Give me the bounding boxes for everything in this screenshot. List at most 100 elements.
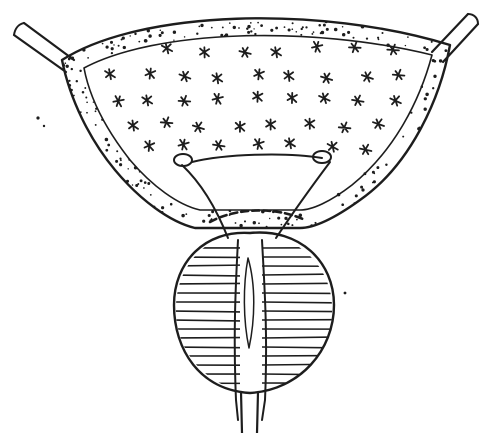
mucosa-mark: [304, 118, 316, 130]
wall-stipple-dot: [147, 29, 150, 32]
hatch-line: [172, 265, 240, 266]
wall-stipple-dot: [355, 194, 358, 197]
wall-stipple-dot: [159, 34, 162, 37]
wall-stipple-dot: [311, 33, 313, 35]
mucosa-mark: [390, 95, 401, 106]
mucosa-mark: [239, 46, 251, 58]
wall-stipple-dot: [128, 159, 130, 161]
wall-stipple-dot: [220, 34, 223, 37]
wall-stipple-dot: [292, 22, 294, 24]
mucosa-mark: [160, 116, 173, 129]
wall-stipple-dot: [431, 41, 433, 43]
wall-stipple-dot: [132, 184, 134, 186]
mucosa-mark: [252, 137, 265, 150]
wall-stipple-dot: [258, 222, 260, 224]
right-ureter: [432, 14, 478, 62]
wall-stipple-dot: [224, 35, 226, 37]
wall-stipple-dot: [254, 33, 256, 35]
wall-stipple-dot: [148, 34, 151, 37]
wall-stipple-dot: [366, 37, 368, 39]
mucosa-mark: [252, 91, 264, 103]
mucosa-mark: [348, 41, 362, 55]
mucosa-mark: [351, 94, 364, 107]
mucosa-mark: [392, 68, 405, 81]
wall-stipple-dot: [71, 68, 73, 70]
wall-stipple-dot: [118, 45, 120, 47]
wall-stipple-dot: [71, 57, 74, 60]
bladder-mucosa-pattern: [105, 40, 405, 156]
hatch-line: [262, 337, 336, 338]
wall-stipple-dot: [260, 24, 263, 27]
wall-stipple-dot: [250, 30, 252, 32]
wall-stipple-dot: [405, 45, 406, 46]
mucosa-mark: [359, 143, 372, 156]
wall-stipple-dot: [305, 26, 307, 28]
wall-stipple-dot: [119, 158, 121, 160]
membranous-urethra: [241, 392, 258, 433]
wall-stipple-dot: [229, 22, 231, 24]
wall-stipple-dot: [250, 22, 252, 24]
wall-stipple-dot: [184, 36, 186, 38]
wall-stipple-dot: [342, 33, 345, 36]
wall-stipple-dot: [161, 31, 164, 34]
wall-stipple-dot: [181, 214, 184, 217]
wall-stipple-dot: [421, 85, 424, 88]
wall-stipple-dot: [134, 166, 137, 169]
wall-stipple-dot: [208, 214, 211, 217]
wall-stipple-dot: [140, 179, 143, 182]
wall-stipple-dot: [170, 203, 173, 206]
wall-stipple-dot: [269, 218, 270, 219]
wall-stipple-dot: [301, 28, 303, 30]
wall-stipple-dot: [110, 41, 113, 44]
wall-stipple-dot: [363, 172, 366, 175]
wall-stipple-dot: [439, 59, 442, 62]
wall-stipple-dot: [253, 28, 254, 29]
wall-stipple-dot: [145, 40, 148, 43]
wall-stipple-dot: [111, 47, 114, 50]
wall-stipple-dot: [426, 48, 429, 51]
mucosa-mark: [212, 139, 225, 152]
mucosa-mark: [105, 69, 115, 79]
mucosa-mark: [373, 118, 385, 130]
wall-stipple-dot: [291, 224, 293, 226]
wall-stipple-dot: [202, 220, 205, 223]
wall-stipple-dot: [284, 26, 286, 28]
bladder-wall-stipple: [62, 20, 447, 228]
wall-stipple-dot: [313, 31, 315, 33]
wall-stipple-dot: [247, 31, 250, 34]
wall-stipple-dot: [287, 223, 290, 226]
wall-stipple-dot: [318, 24, 321, 27]
wall-stipple-dot: [105, 138, 109, 142]
wall-stipple-dot: [423, 46, 426, 49]
wall-stipple-dot: [147, 182, 150, 185]
hatch-line: [172, 320, 240, 321]
wall-stipple-dot: [95, 124, 97, 126]
wall-stipple-dot: [425, 93, 428, 96]
wall-stipple-dot: [127, 168, 128, 169]
wall-stipple-dot: [288, 28, 291, 31]
hatch-line: [262, 311, 336, 312]
mucosa-mark: [271, 47, 281, 57]
paper-specks: [36, 116, 346, 294]
wall-stipple-dot: [424, 108, 427, 111]
wall-stipple-dot: [407, 36, 409, 38]
wall-stipple-dot: [417, 127, 420, 130]
hatch-line: [172, 311, 240, 312]
wall-stipple-dot: [138, 41, 140, 43]
wall-stipple-dot: [129, 35, 130, 36]
wall-stipple-dot: [239, 224, 242, 227]
wall-stipple-dot: [79, 70, 81, 72]
wall-stipple-dot: [360, 186, 363, 189]
wall-stipple-dot: [326, 28, 329, 31]
wall-stipple-dot: [266, 226, 268, 228]
wall-stipple-dot: [107, 144, 110, 147]
wall-stipple-dot: [102, 43, 104, 45]
hatch-line: [262, 283, 336, 284]
wall-stipple-dot: [196, 33, 198, 35]
wall-stipple-dot: [410, 112, 412, 114]
mucosa-mark: [361, 71, 373, 83]
wall-stipple-dot: [73, 95, 75, 97]
wall-stipple-dot: [361, 188, 364, 191]
wall-stipple-dot: [433, 75, 436, 78]
wall-stipple-dot: [82, 48, 85, 51]
